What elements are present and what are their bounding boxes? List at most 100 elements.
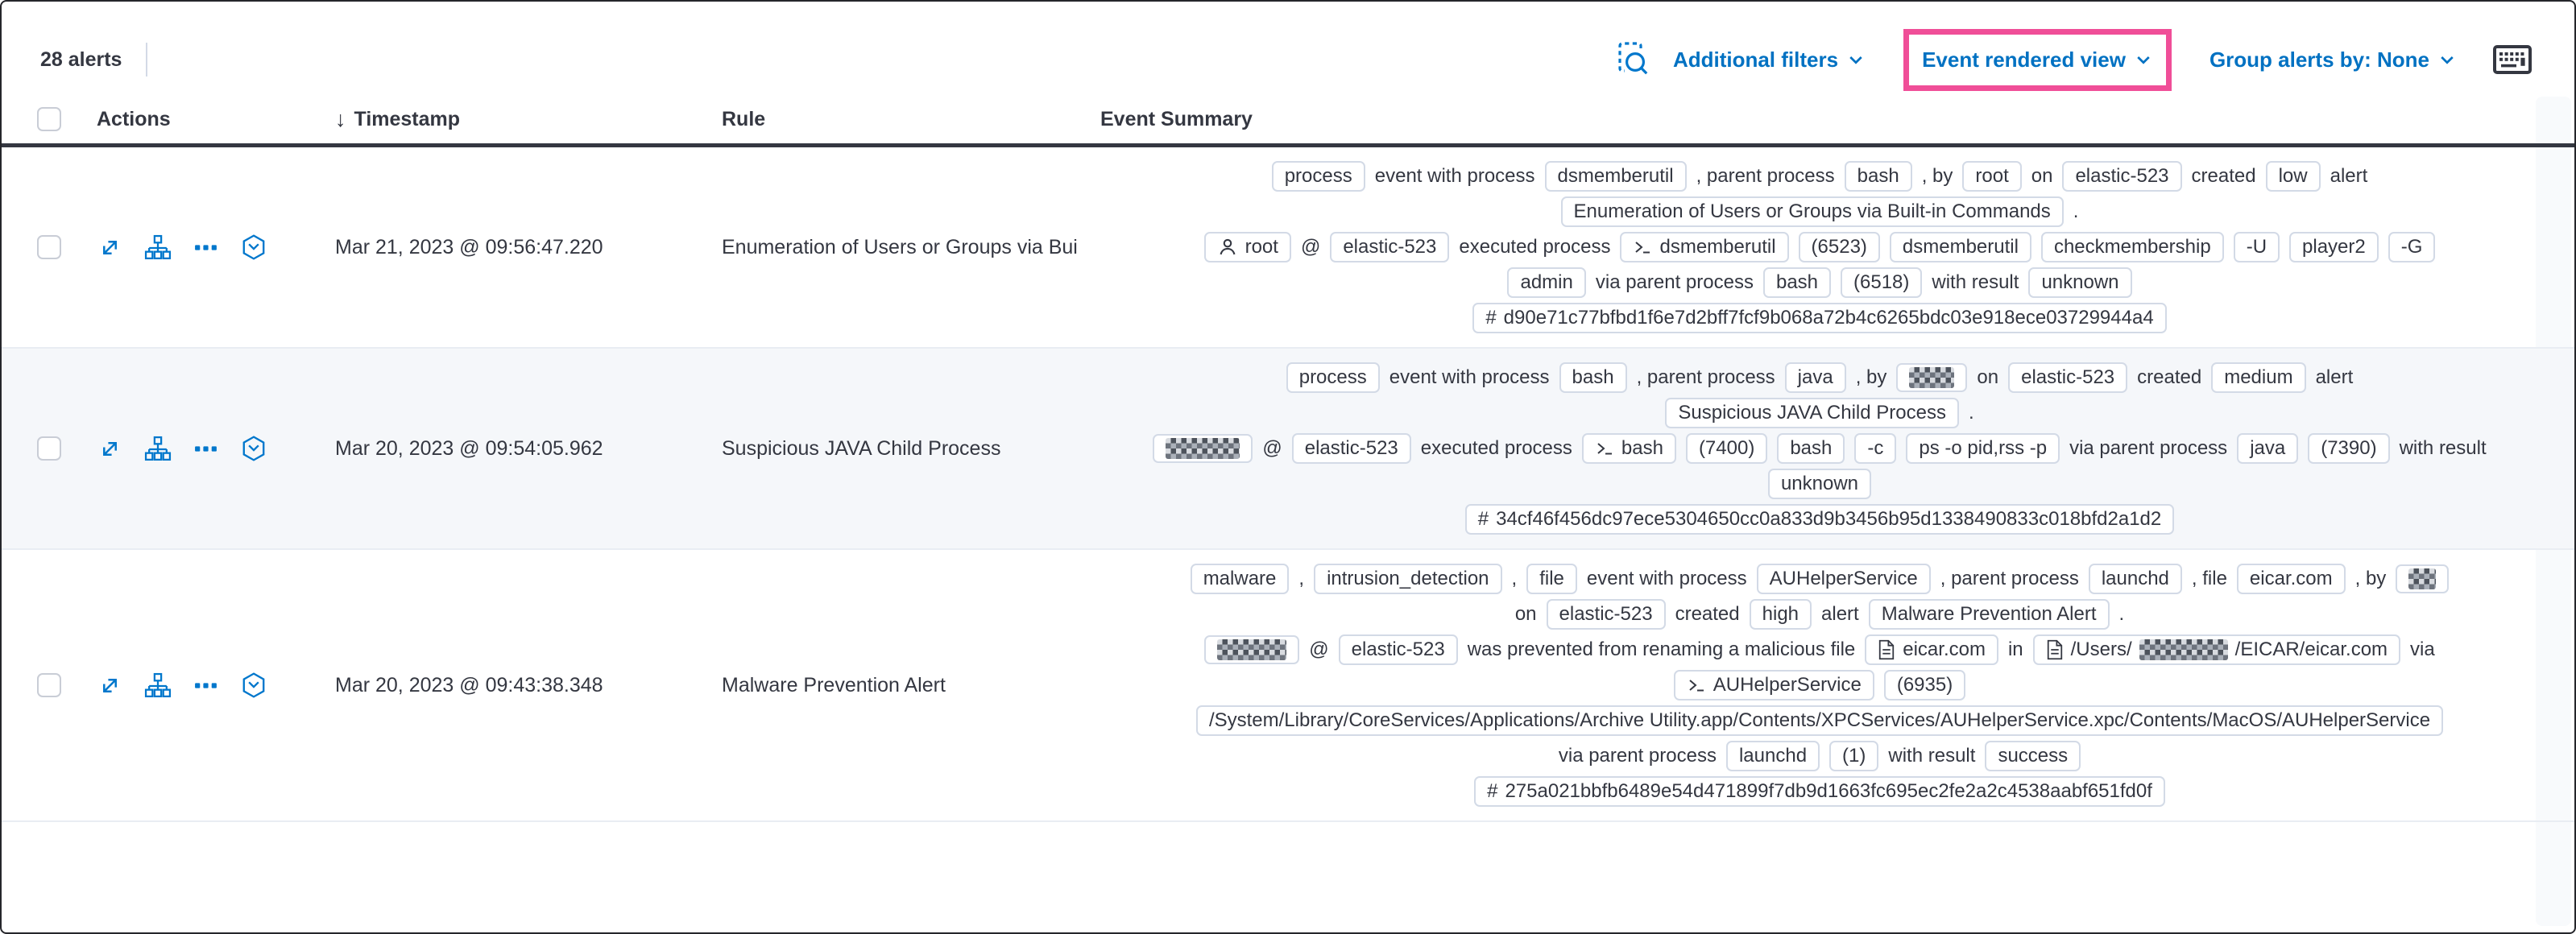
summary-text: @ <box>1262 437 1282 459</box>
event-field-badge[interactable]: (6523) <box>1798 232 1880 262</box>
event-field-badge[interactable]: -c <box>1854 433 1897 464</box>
badge-text: checkmembership <box>2053 236 2211 258</box>
keyboard-icon[interactable] <box>2492 44 2533 75</box>
event-field-badge[interactable]: -G <box>2388 232 2436 262</box>
badge-text: bash <box>1621 437 1663 459</box>
event-field-badge[interactable]: eicar.com <box>1865 634 1998 665</box>
badge-text: bash <box>1790 437 1833 459</box>
event-field-badge[interactable]: bash <box>1844 161 1912 192</box>
event-field-badge[interactable]: root <box>1203 232 1291 262</box>
badge-text: medium <box>2224 366 2293 388</box>
summary-text: in <box>2007 639 2023 660</box>
event-field-badge[interactable]: elastic-523 <box>1330 232 1450 262</box>
event-field-badge[interactable]: launchd <box>2088 564 2182 594</box>
view-selector-button[interactable]: Event rendered view <box>1922 48 2153 72</box>
event-field-badge[interactable]: (1) <box>1829 741 1879 771</box>
badge-text: elastic-523 <box>2075 165 2169 187</box>
event-field-badge[interactable]: bash <box>1581 433 1676 464</box>
event-field-badge[interactable]: (7400) <box>1685 433 1768 464</box>
event-field-badge[interactable]: java <box>2237 433 2299 464</box>
more-actions-icon[interactable] <box>193 436 219 462</box>
event-field-badge[interactable]: /System/Library/CoreServices/Application… <box>1195 705 2444 736</box>
event-field-badge[interactable]: -U <box>2233 232 2280 262</box>
event-field-badge[interactable]: AUHelperService <box>1756 564 1931 594</box>
event-field-badge[interactable]: admin <box>1507 267 1586 298</box>
event-field-badge[interactable]: success <box>1985 741 2081 771</box>
row-checkbox[interactable] <box>37 436 61 461</box>
event-field-badge[interactable]: (6518) <box>1841 267 1923 298</box>
analyze-event-icon[interactable] <box>144 234 172 261</box>
header-timestamp[interactable]: Timestamp <box>354 107 461 130</box>
event-field-badge[interactable]: checkmembership <box>2040 232 2224 262</box>
event-field-badge[interactable]: file <box>1526 564 1577 594</box>
event-field-badge[interactable]: elastic-523 <box>1338 634 1458 665</box>
event-field-badge[interactable]: (7390) <box>2308 433 2390 464</box>
more-actions-icon[interactable] <box>193 672 219 699</box>
expand-alert-icon[interactable] <box>97 436 123 462</box>
event-field-badge[interactable]: high <box>1749 599 1812 630</box>
event-field-badge[interactable]: root <box>1962 161 2022 192</box>
sort-descending-icon[interactable]: ↓ <box>335 106 346 131</box>
event-field-badge[interactable]: low <box>2265 161 2321 192</box>
badge-text: success <box>1998 745 2069 767</box>
analyze-event-icon[interactable] <box>144 436 172 462</box>
event-field-badge[interactable]: AUHelperService <box>1673 670 1874 700</box>
event-field-badge[interactable]: process <box>1271 161 1365 192</box>
event-field-badge[interactable]: unknown <box>1767 469 1872 499</box>
event-field-badge[interactable]: bash <box>1777 433 1845 464</box>
hash-badge[interactable]: #d90e71c77bfbd1f6e7d2bff7fcf9b068a72b4c6… <box>1472 303 2167 333</box>
event-field-badge[interactable]: /Users//EICAR/eicar.com <box>2032 634 2401 665</box>
select-all-checkbox[interactable] <box>37 107 61 131</box>
group-alerts-button[interactable]: Group alerts by: None <box>2209 48 2457 72</box>
event-field-badge[interactable]: process <box>1286 362 1380 393</box>
summary-text: event with process <box>1374 165 1535 187</box>
summary-text: with result <box>1888 745 1976 767</box>
event-field-badge[interactable]: elastic-523 <box>2008 362 2128 393</box>
event-field-badge[interactable]: elastic-523 <box>1291 433 1411 464</box>
event-field-badge[interactable]: malware <box>1190 564 1290 594</box>
open-session-view-icon[interactable] <box>240 672 267 699</box>
additional-filters-button[interactable]: Additional filters <box>1673 48 1866 72</box>
summary-text: , file <box>2191 568 2227 589</box>
expand-alert-icon[interactable] <box>97 234 123 261</box>
hash-badge[interactable]: #34cf46f456dc97ece5304650cc0a833d9b3456b… <box>1464 504 2175 535</box>
event-field-badge[interactable]: ps -o pid,rss -p <box>1906 433 2060 464</box>
event-field-badge[interactable]: java <box>1784 362 1846 393</box>
event-field-badge[interactable]: player2 <box>2289 232 2379 262</box>
event-field-badge[interactable] <box>1153 434 1253 463</box>
file-icon <box>1878 639 1895 660</box>
event-field-badge[interactable]: dsmemberutil <box>1544 161 1687 192</box>
terminal-icon <box>1595 439 1614 458</box>
event-field-badge[interactable] <box>1896 363 1968 392</box>
more-actions-icon[interactable] <box>193 234 219 261</box>
event-field-badge[interactable]: bash <box>1559 362 1627 393</box>
inspect-icon[interactable] <box>1617 42 1649 77</box>
badge-text: high <box>1762 603 1799 625</box>
event-field-badge[interactable]: Suspicious JAVA Child Process <box>1665 398 1959 428</box>
row-checkbox[interactable] <box>37 673 61 697</box>
row-checkbox[interactable] <box>37 235 61 259</box>
expand-alert-icon[interactable] <box>97 672 123 699</box>
event-field-badge[interactable]: medium <box>2211 362 2306 393</box>
event-field-badge[interactable]: Enumeration of Users or Groups via Built… <box>1560 196 2064 227</box>
event-field-badge[interactable] <box>1204 635 1300 664</box>
event-field-badge[interactable]: dsmemberutil <box>1620 232 1789 262</box>
event-field-badge[interactable]: intrusion_detection <box>1314 564 1502 594</box>
event-field-badge[interactable]: (6935) <box>1883 670 1966 700</box>
event-field-badge[interactable]: dsmemberutil <box>1889 232 2031 262</box>
open-session-view-icon[interactable] <box>240 435 267 462</box>
event-field-badge[interactable] <box>2396 564 2450 593</box>
event-field-badge[interactable]: launchd <box>1725 741 1820 771</box>
redacted-value <box>2139 639 2228 660</box>
event-field-badge[interactable]: elastic-523 <box>1546 599 1666 630</box>
hash-badge[interactable]: #275a021bbfb6489e54d471899f7db9d1663fc69… <box>1474 776 2165 807</box>
event-field-badge[interactable]: unknown <box>2028 267 2132 298</box>
event-field-badge[interactable]: elastic-523 <box>2062 161 2182 192</box>
event-field-badge[interactable]: bash <box>1762 267 1832 298</box>
open-session-view-icon[interactable] <box>240 234 267 261</box>
event-field-badge[interactable]: eicar.com <box>2236 564 2346 594</box>
event-field-badge[interactable]: Malware Prevention Alert <box>1868 599 2110 630</box>
analyze-event-icon[interactable] <box>144 672 172 699</box>
